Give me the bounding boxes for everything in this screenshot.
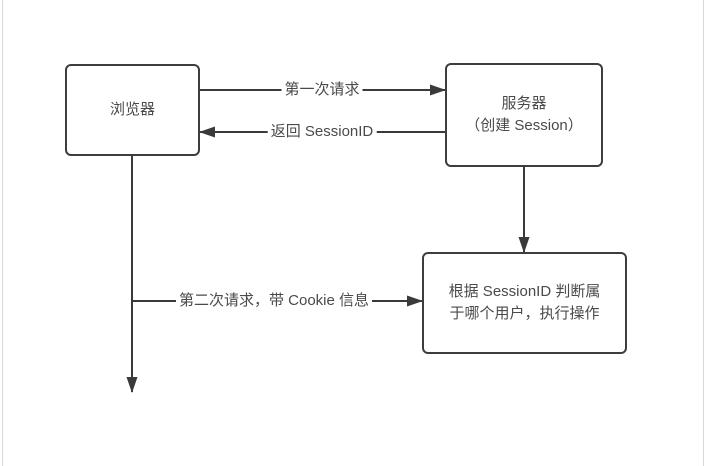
server-node-label-line1: 服务器 (501, 95, 547, 112)
page-border-left (2, 0, 3, 466)
process-node: 根据 SessionID 判断属 于哪个用户，执行操作 (422, 252, 627, 354)
page-border-right (703, 0, 704, 466)
process-node-label-line1: 根据 SessionID 判断属 (448, 283, 601, 300)
server-node: 服务器 （创建 Session） (445, 63, 603, 167)
server-node-label-line2: （创建 Session） (465, 117, 583, 134)
browser-node-label: 浏览器 (109, 101, 155, 118)
edge-label-first-request: 第一次请求 (281, 81, 363, 99)
edge-label-return-sessionid: 返回 SessionID (267, 123, 377, 141)
process-node-label-line2: 于哪个用户，执行操作 (449, 305, 600, 322)
browser-node: 浏览器 (65, 64, 200, 156)
edge-label-second-request: 第二次请求，带 Cookie 信息 (175, 292, 373, 310)
